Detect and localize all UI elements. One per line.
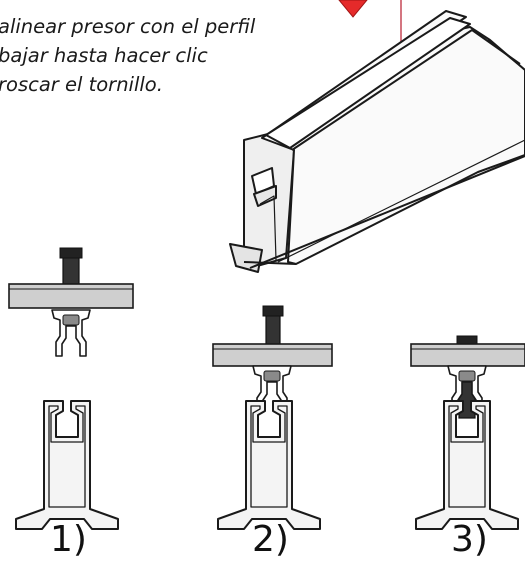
bolt-3-head: [456, 335, 478, 345]
rail-profile-3: [415, 400, 519, 530]
panel-3: [410, 343, 525, 367]
bolt-1-head: [59, 247, 83, 259]
panel-2: [212, 343, 333, 367]
panel-1: [8, 283, 134, 309]
rail-profile-1: [15, 400, 119, 530]
rail-profile-2: [217, 400, 321, 530]
rail-perspective: [229, 10, 525, 273]
instruction-line-1: alinear presor con el perfil: [0, 15, 256, 38]
instruction-line-3: roscar el tornillo.: [0, 73, 163, 96]
step-1-assembly: [8, 247, 134, 530]
step-3-assembly: [410, 335, 525, 530]
step-2-assembly: [212, 305, 333, 530]
instruction-text: alinear presor con el perfil bajar hasta…: [0, 12, 338, 99]
step-1-label: 1): [50, 519, 87, 560]
clamp-1: [51, 309, 91, 357]
red-arrow-icon: [338, 0, 368, 18]
step-2-label: 2): [252, 519, 289, 560]
instruction-line-2: bajar hasta hacer clic: [0, 44, 208, 67]
step-3-label: 3): [451, 519, 488, 560]
bolt-2-head: [262, 305, 284, 317]
